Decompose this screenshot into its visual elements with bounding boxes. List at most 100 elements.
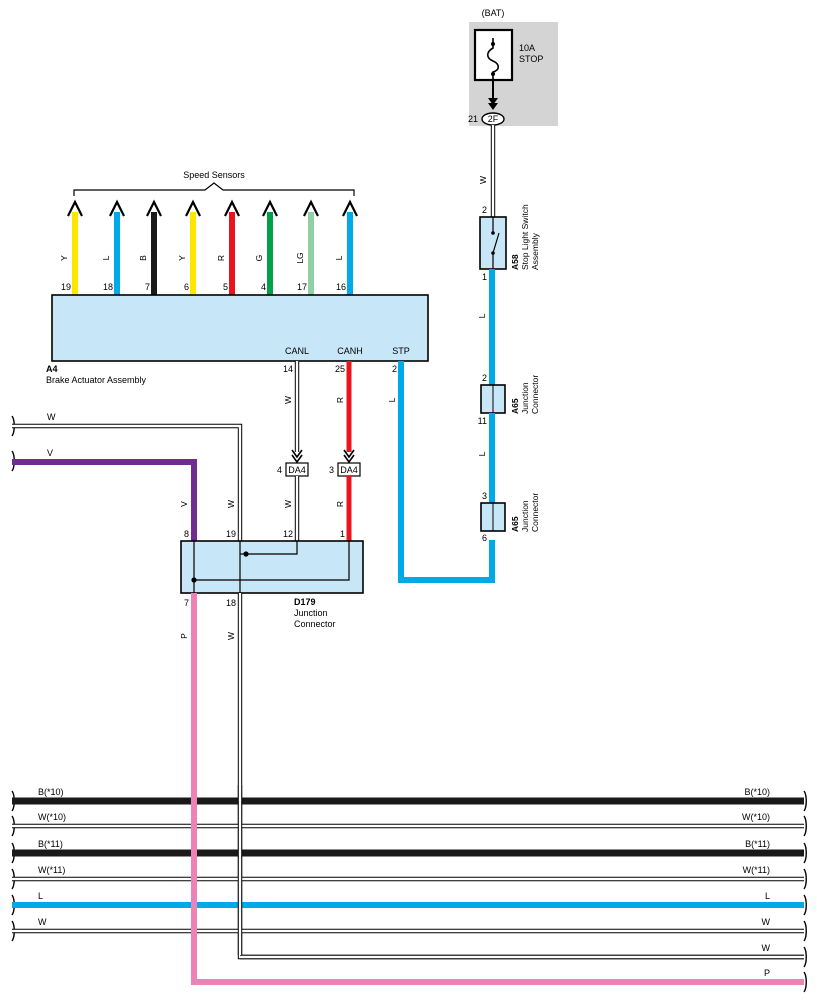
- bus-label-left: B(*11): [38, 839, 63, 849]
- d179-pin-18: 18: [226, 598, 236, 608]
- junction-a65-upper: 2 11 A65 Junction Connector: [478, 373, 540, 426]
- bus-label-right: W(*11): [743, 865, 770, 875]
- wire-label-canl-lower: W: [283, 500, 293, 508]
- sensor-wire-color-label: Y: [177, 255, 187, 261]
- terminal-label-canl: CANL: [285, 346, 309, 356]
- sensor-arrow-icon: [303, 199, 319, 217]
- sensor-wire-5: R5RL+: [216, 199, 240, 308]
- left-input-w-label: W: [47, 412, 56, 422]
- da4-label-canl: DA4: [288, 465, 306, 475]
- sensor-arrow-icon: [342, 199, 358, 217]
- sensor-pin: 4: [261, 282, 266, 292]
- terminal-label-canh: CANH: [337, 346, 363, 356]
- sensor-arrow-icon: [262, 199, 278, 217]
- sensor-wire-color-label: R: [216, 255, 226, 261]
- fuse-terminal-top: [491, 42, 495, 46]
- bus-line-set: B(*10)B(*10)W(*10)W(*10)B(*11)B(*11)W(*1…: [11, 787, 807, 993]
- speed-sensors-label: Speed Sensors: [183, 170, 245, 180]
- wire-canh-upper: R: [335, 361, 355, 464]
- sensor-wire-set: Y19FL+L18FL−B7FR+Y6FR−R5RL+G4RL−LG17RR+L…: [59, 199, 359, 308]
- a65-upper-pin-bottom: 11: [478, 416, 487, 426]
- bus-line-7: W: [240, 943, 807, 968]
- da4-pin-canh: 3: [329, 465, 334, 475]
- fuse-terminal-bottom: [491, 72, 495, 76]
- stop-light-switch: 2 1 A58 Stop Light Switch Assembly: [479, 204, 540, 282]
- wire-label-canl-upper: W: [283, 396, 293, 404]
- brake-actuator-assembly: A4 Brake Actuator Assembly CANL CANH STP…: [46, 294, 429, 385]
- bus-label-left: W(*11): [38, 865, 65, 875]
- sensor-wire-color-label: B: [138, 255, 148, 261]
- wire-stp: L: [387, 361, 495, 583]
- switch-contact-icon: [492, 232, 500, 254]
- stop-switch-code: A58: [510, 254, 520, 270]
- sensor-pin: 18: [103, 282, 113, 292]
- sensor-wire-color-label: L: [334, 255, 344, 260]
- fuse-rating: 10A: [519, 43, 535, 53]
- bus-label-left: B(*10): [38, 787, 64, 797]
- sensor-pin: 7: [145, 282, 150, 292]
- sensor-wire-7: LG17RR+: [295, 199, 320, 308]
- fuse-source-label: (BAT): [482, 8, 505, 18]
- fuse-block: (BAT) 10A STOP 2F 21: [468, 8, 558, 126]
- terminal-label-stp: STP: [392, 346, 410, 356]
- sensor-pin: 6: [184, 282, 189, 292]
- junction-a65-lower: 3 6 A65 Junction Connector: [480, 491, 540, 543]
- d179-code: D179: [294, 597, 316, 607]
- fuse-connector-label: 2F: [488, 114, 499, 124]
- bus-line-2: W(*10)W(*10): [11, 812, 807, 837]
- d179-pin-19: 19: [226, 529, 236, 539]
- canh-chevron-icon: [343, 449, 355, 464]
- brake-actuator-name: Brake Actuator Assembly: [46, 375, 147, 385]
- brake-actuator-code: A4: [46, 364, 58, 374]
- fuse-element-icon: [486, 38, 500, 80]
- bus-label-right: L: [765, 891, 770, 901]
- da4-label-canh: DA4: [340, 465, 358, 475]
- sensor-pin: 17: [297, 282, 307, 292]
- bus-label-left: L: [38, 891, 43, 901]
- sensor-arrow-icon: [185, 199, 201, 217]
- sensor-wire-color-label: LG: [295, 252, 305, 263]
- fuse-output-chevron-icon: [488, 98, 498, 110]
- da4-connector-canh: DA4 3: [329, 462, 361, 477]
- brake-actuator-body: [51, 294, 429, 362]
- bus-line-1: B(*10) B(*10): [11, 787, 807, 812]
- d179-name-1: Junction: [294, 608, 328, 618]
- bus-label-right: B(*10): [744, 787, 770, 797]
- d179-body: [180, 540, 364, 594]
- fuse-connector-pin: 21: [468, 114, 478, 124]
- wire-label-d179-18: W: [226, 632, 236, 640]
- bus-label-right: W(*10): [742, 812, 770, 822]
- wire-label-fuse-switch: W: [478, 176, 488, 184]
- left-input-v: V V: [11, 448, 197, 541]
- a65-upper-name-2: Connector: [530, 375, 540, 414]
- sensor-wire-1: Y19FL+: [59, 199, 83, 308]
- d179-pin-7: 7: [184, 598, 189, 608]
- d179-name-2: Connector: [294, 619, 336, 629]
- d179-pin-1: 1: [340, 529, 345, 539]
- junction-d179: 8 19 12 1 7 18 D179 Junction Connector: [180, 529, 364, 629]
- sensor-arrow-icon: [109, 199, 125, 217]
- d179-pin-12: 12: [283, 529, 293, 539]
- bus-label-right: W: [762, 943, 771, 953]
- wire-fuse-to-switch: W: [478, 125, 496, 217]
- a65-upper-code: A65: [510, 398, 520, 414]
- wire-label-d179-19: W: [226, 500, 236, 508]
- sensor-wire-color-label: G: [254, 255, 264, 262]
- stop-switch-name-2: Assembly: [530, 232, 540, 270]
- d179-internal-can-high: [194, 541, 350, 581]
- da4-connector-canl: DA4 4: [277, 462, 309, 477]
- wire-d179-out-p: P: [179, 593, 804, 985]
- sensor-pin: 16: [336, 282, 346, 292]
- d179-pin-8: 8: [184, 529, 189, 539]
- sensor-wire-6: G4RL−: [254, 199, 278, 308]
- wire-a65-link: L: [477, 413, 495, 503]
- d179-internal-can-low: [246, 541, 298, 555]
- sensor-wire-color-label: L: [101, 255, 111, 260]
- sensor-pin: 19: [61, 282, 71, 292]
- speed-sensors-group: Speed Sensors Y19FL+L18FL−B7FR+Y6FR−R5RL…: [59, 170, 359, 308]
- wire-canh-lower: R: [335, 476, 352, 541]
- wire-label-stp: L: [387, 397, 397, 402]
- a65-lower-code: A65: [510, 516, 520, 532]
- sensor-pin: 5: [223, 282, 228, 292]
